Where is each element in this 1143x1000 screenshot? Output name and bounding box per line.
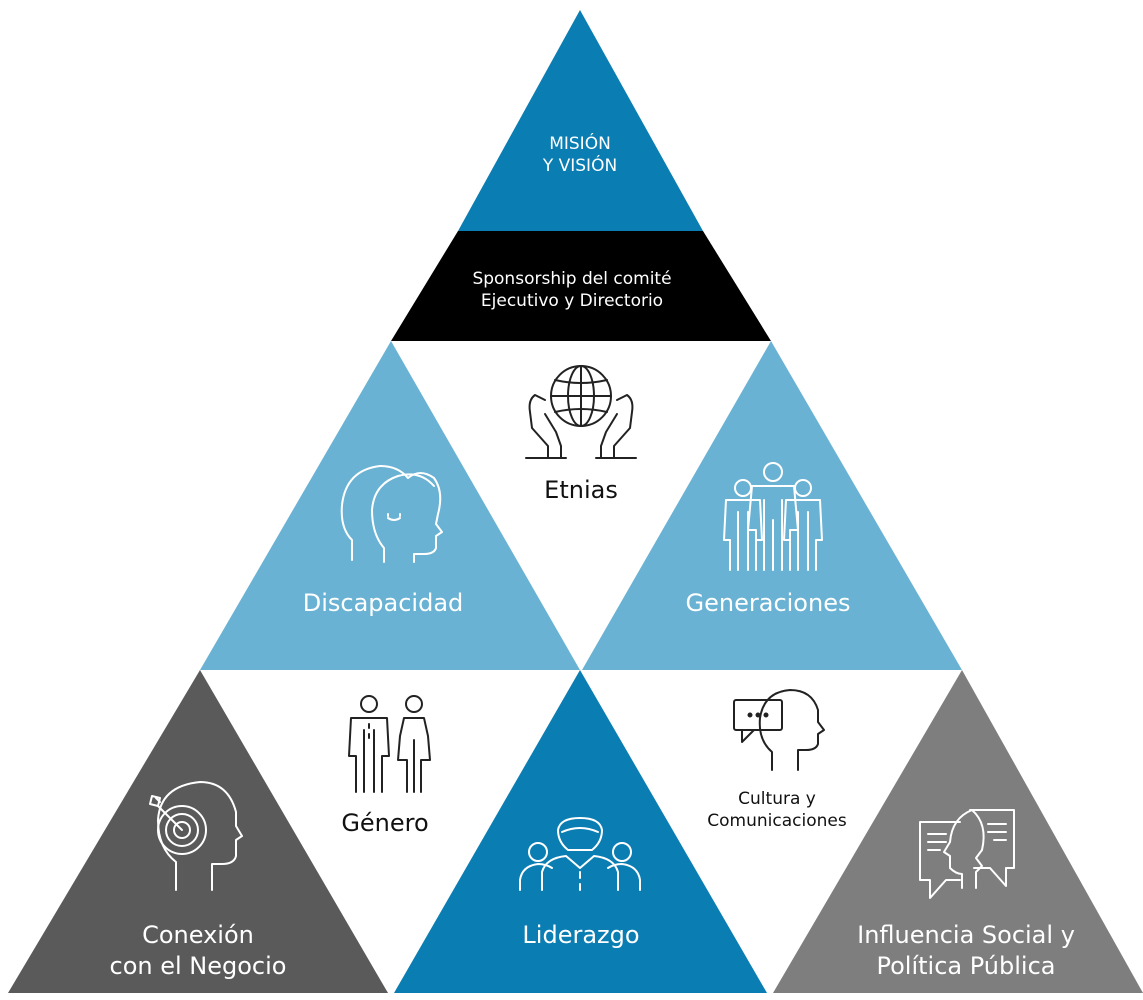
disability-label: Discapacidad bbox=[303, 588, 464, 619]
ethnicities-label: Etnias bbox=[544, 475, 618, 506]
mission-line2: Y VISIÓN bbox=[542, 156, 618, 177]
culture-line1: Cultura y bbox=[738, 789, 816, 809]
globe-in-hands-icon bbox=[525, 365, 637, 459]
gender-text: Género bbox=[341, 809, 429, 837]
mission-label: MISIÓN Y VISIÓN bbox=[543, 133, 617, 177]
culture-line2: Comunicaciones bbox=[707, 811, 847, 832]
man-woman-icon bbox=[348, 695, 431, 793]
leader-group-icon bbox=[519, 817, 641, 891]
three-people-icon bbox=[723, 462, 823, 571]
business-line2: con el Negocio bbox=[109, 952, 287, 981]
disability-triangle bbox=[200, 341, 580, 670]
social-triangle bbox=[773, 670, 1143, 993]
social-label: Influencia Social y Política Pública bbox=[857, 920, 1075, 982]
mission-line1: MISIÓN bbox=[549, 134, 611, 154]
social-line1: Influencia Social y bbox=[857, 921, 1075, 949]
head-speech-bubble-icon bbox=[733, 689, 825, 771]
leadership-triangle bbox=[394, 670, 767, 993]
sponsorship-band bbox=[391, 231, 771, 341]
sponsorship-line2: Ejecutivo y Directorio bbox=[480, 291, 664, 312]
leadership-label: Liderazgo bbox=[522, 920, 639, 951]
business-label: Conexión con el Negocio bbox=[110, 920, 287, 982]
disability-text: Discapacidad bbox=[302, 589, 464, 617]
generations-triangle bbox=[582, 341, 962, 670]
overlapping-heads-icon bbox=[340, 465, 443, 563]
sponsorship-line1: Sponsorship del comité bbox=[472, 269, 672, 289]
head-target-icon bbox=[149, 781, 243, 891]
mission-triangle bbox=[458, 10, 703, 231]
culture-label: Cultura y Comunicaciones bbox=[707, 788, 846, 832]
faces-documents-icon bbox=[919, 809, 1015, 899]
social-line2: Política Pública bbox=[876, 952, 1056, 981]
leadership-text: Liderazgo bbox=[522, 921, 640, 949]
generations-text: Generaciones bbox=[685, 589, 851, 617]
gender-label: Género bbox=[341, 808, 428, 839]
ethnicities-text: Etnias bbox=[544, 476, 618, 504]
business-line1: Conexión bbox=[142, 921, 254, 949]
sponsorship-label: Sponsorship del comité Ejecutivo y Direc… bbox=[472, 268, 671, 312]
generations-label: Generaciones bbox=[686, 588, 851, 619]
